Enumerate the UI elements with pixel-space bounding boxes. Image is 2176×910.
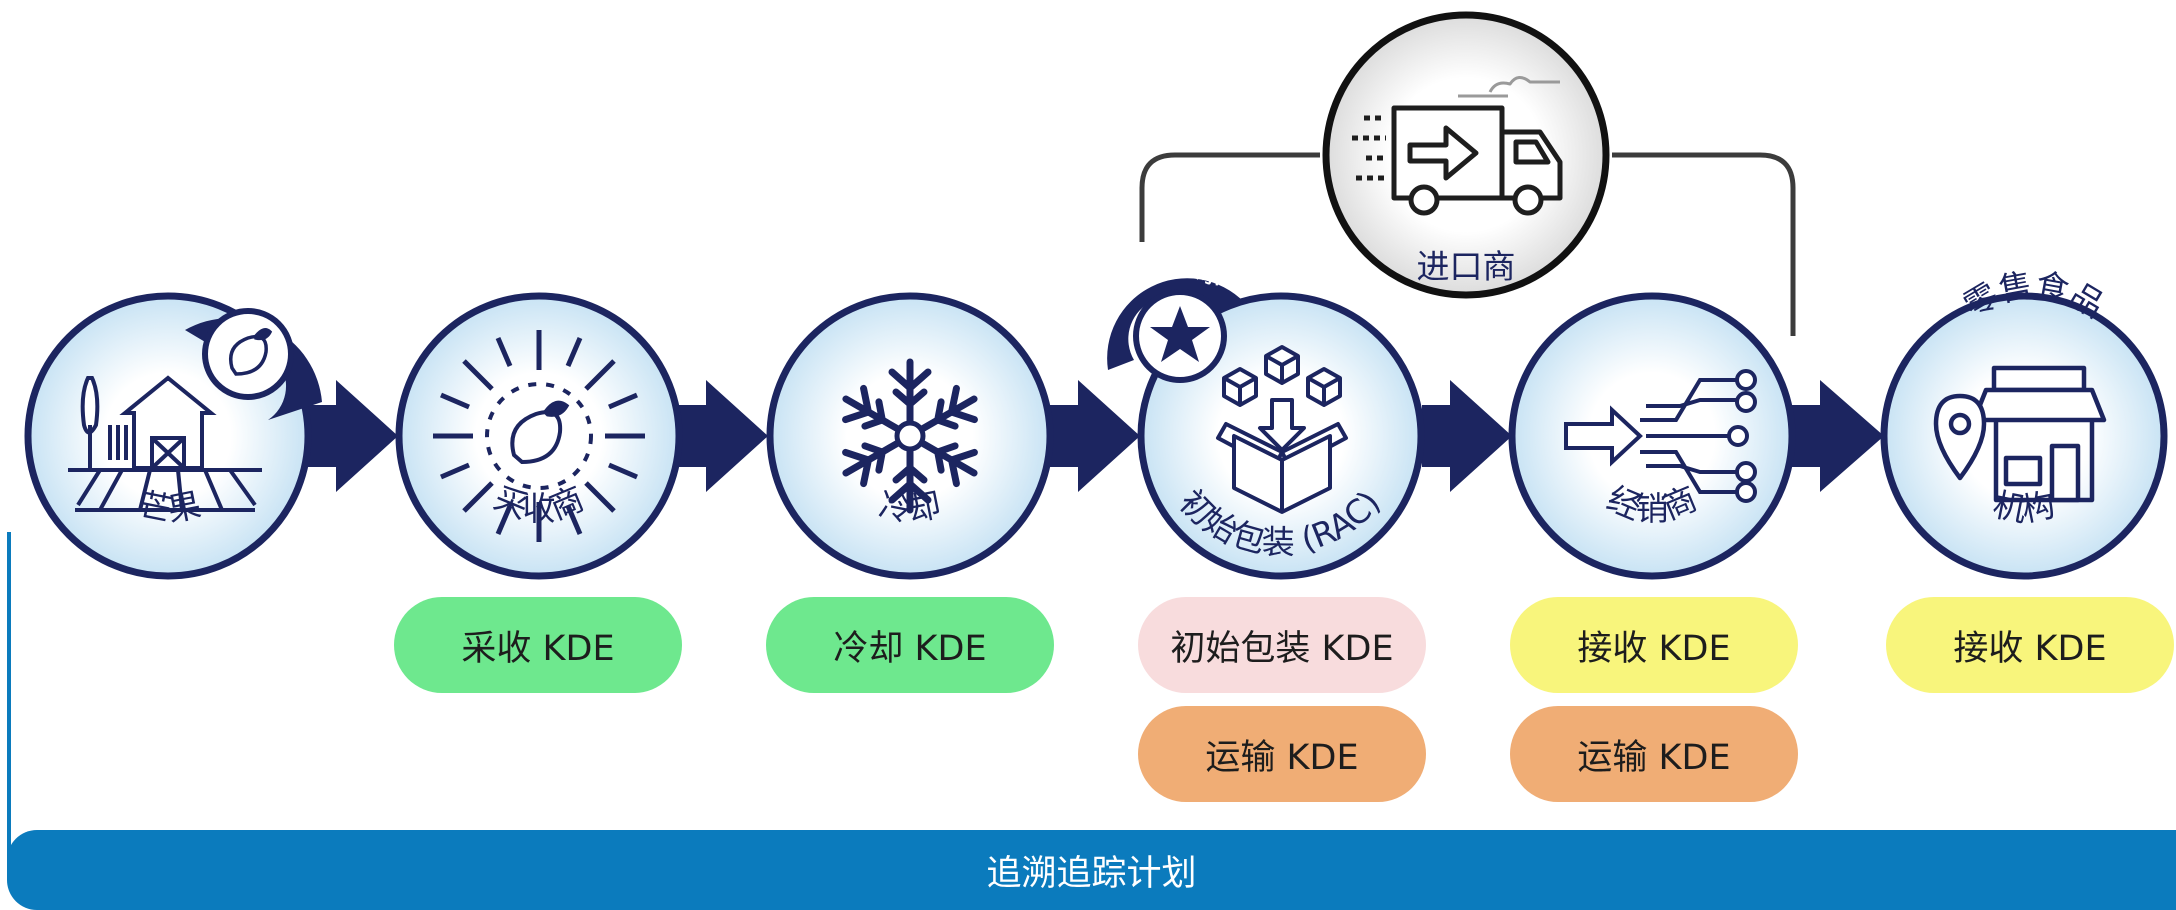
kde-receive-2: 接收 KDE [1886, 597, 2174, 693]
snowflake-icon [837, 358, 983, 510]
arrow-1 [308, 380, 398, 492]
node-distributor: 经销商 [1508, 292, 1796, 580]
kde-ship-2: 运输 KDE [1510, 706, 1798, 802]
importer-bracket [1139, 152, 1796, 336]
node-importer-label: 进口商 [1417, 247, 1516, 286]
arrow-3 [1050, 380, 1140, 492]
node-importer: 进口商 [1322, 11, 1610, 299]
distribution-icon [1564, 369, 1757, 503]
farm-icon [68, 375, 262, 512]
flow-arrows [308, 380, 1884, 492]
footer-connector [7, 532, 11, 862]
node-cooling: 冷却 [766, 292, 1054, 580]
kde-harvest: 采收 KDE [394, 597, 682, 693]
kde-ship-1: 运输 KDE [1138, 706, 1426, 802]
node-retail: 机构 零售食品 [1880, 265, 2168, 580]
kde-receive-1: 接收 KDE [1510, 597, 1798, 693]
mango-icon [229, 328, 273, 376]
arrow-2 [678, 380, 768, 492]
truck-icon [1352, 76, 1563, 216]
node-mango: 芒果 芒果 [24, 265, 337, 580]
arrow-5 [1792, 380, 1884, 492]
star-icon [1150, 306, 1210, 362]
store-icon [1933, 365, 2107, 503]
traceability-plan-label: 追溯追踪计划 [986, 853, 1197, 894]
packing-box-icon [1216, 345, 1348, 514]
traceability-plan-banner: 追溯追踪计划 [7, 830, 2176, 910]
sun-mango-icon [433, 330, 645, 542]
kde-cool: 冷却 KDE [766, 597, 1054, 693]
arrow-4 [1422, 380, 1512, 492]
node-harvester: 采收商 [395, 292, 683, 580]
kde-pack: 初始包装 KDE [1138, 597, 1426, 693]
node-packing: 初始包装 (RAC) TLC来源 [1092, 246, 1425, 580]
